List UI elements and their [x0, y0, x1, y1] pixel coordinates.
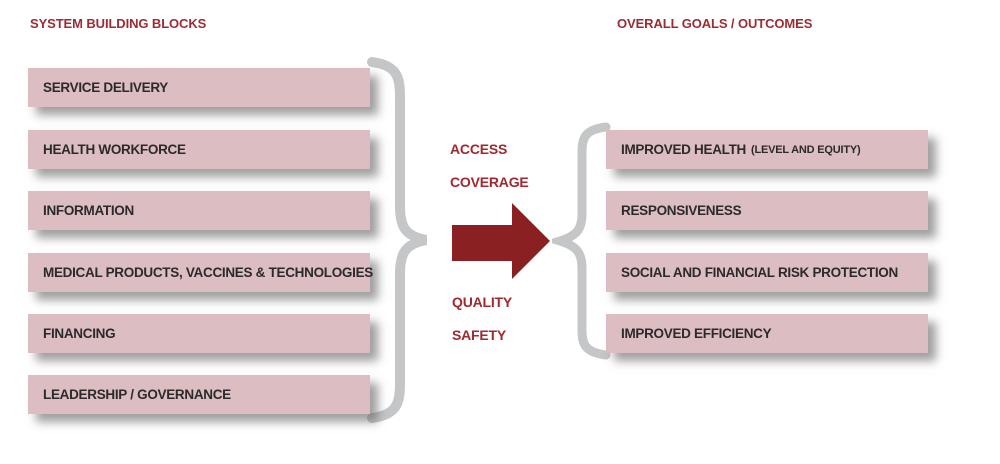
quality-label: QUALITY — [452, 294, 513, 310]
access-label: ACCESS — [450, 141, 508, 157]
right-curly-brace-icon — [552, 122, 611, 360]
block-information: INFORMATION — [28, 191, 370, 230]
left-curly-brace-icon — [367, 57, 428, 423]
safety-label: SAFETY — [452, 327, 507, 343]
bar-label: MEDICAL PRODUCTS, VACCINES & TECHNOLOGIE… — [43, 265, 373, 280]
goal-improved-health: IMPROVED HEALTH (LEVEL AND EQUITY) — [606, 130, 928, 169]
block-medical-products: MEDICAL PRODUCTS, VACCINES & TECHNOLOGIE… — [28, 253, 373, 292]
coverage-label: COVERAGE — [450, 174, 529, 190]
block-health-workforce: HEALTH WORKFORCE — [28, 130, 370, 169]
block-financing: FINANCING — [28, 314, 370, 353]
left-column-heading: SYSTEM BUILDING BLOCKS — [30, 16, 207, 31]
bar-label: FINANCING — [43, 326, 116, 341]
goal-social-financial-risk-protection: SOCIAL AND FINANCIAL RISK PROTECTION — [606, 253, 928, 292]
right-column-heading: OVERALL GOALS / OUTCOMES — [617, 16, 813, 31]
goal-responsiveness: RESPONSIVENESS — [606, 191, 928, 230]
bar-label: SOCIAL AND FINANCIAL RISK PROTECTION — [621, 265, 898, 280]
right-arrow-icon — [452, 203, 550, 279]
bar-label-suffix: (LEVEL AND EQUITY) — [751, 143, 861, 156]
bar-label: RESPONSIVENESS — [621, 203, 742, 218]
block-leadership-governance: LEADERSHIP / GOVERNANCE — [28, 375, 370, 414]
bar-label: INFORMATION — [43, 203, 134, 218]
goal-improved-efficiency: IMPROVED EFFICIENCY — [606, 314, 928, 353]
block-service-delivery: SERVICE DELIVERY — [28, 68, 370, 107]
bar-label: LEADERSHIP / GOVERNANCE — [43, 387, 231, 402]
bar-label: SERVICE DELIVERY — [43, 80, 168, 95]
bar-label: HEALTH WORKFORCE — [43, 142, 186, 157]
bar-label: IMPROVED HEALTH — [621, 142, 747, 157]
bar-label: IMPROVED EFFICIENCY — [621, 326, 772, 341]
